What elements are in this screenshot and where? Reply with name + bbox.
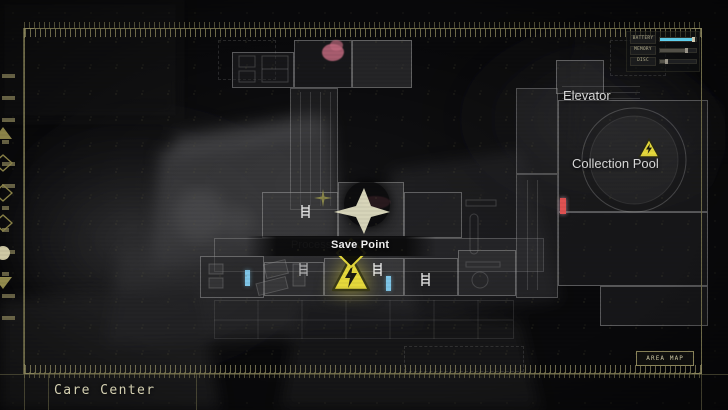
orb-item-icon[interactable]: [0, 238, 14, 268]
hud-bar-memory: [659, 48, 697, 53]
diamond-item-icon[interactable]: [0, 148, 14, 178]
frame-grid-dots: [25, 29, 701, 373]
hud-row-disc: DISC: [630, 56, 697, 67]
hud-bar-disc: [659, 59, 697, 64]
bottom-status-bar: Care Center: [0, 374, 728, 410]
rail-tick: [2, 96, 15, 100]
diamond-item-icon[interactable]: [0, 178, 14, 208]
hud-knob-memory: [685, 48, 689, 53]
map-frame: [24, 28, 702, 374]
bottom-bar-separator: [48, 374, 49, 410]
frame-corner: [692, 28, 702, 38]
hud-row-battery: BATTERY: [630, 34, 697, 45]
frame-corner: [24, 28, 34, 38]
hud-knob-battery: [691, 37, 695, 42]
rail-tick: [2, 140, 9, 144]
rail-tick: [2, 162, 15, 166]
outer-ruler-top: [24, 22, 702, 28]
hud-label-disc: DISC: [630, 56, 656, 67]
diamond-item-icon[interactable]: [0, 208, 14, 238]
rail-tick: [2, 316, 15, 320]
frame-ruler-top: [25, 29, 701, 37]
rail-tick: [2, 118, 15, 122]
hud-bar-battery: [659, 37, 697, 42]
area-map-button[interactable]: AREA MAP: [636, 351, 694, 366]
hud-label-memory: MEMORY: [630, 45, 656, 56]
rail-tick: [2, 206, 9, 210]
left-edge-item-icons[interactable]: [0, 118, 14, 298]
status-hud-panel: BATTERY MEMORY DISC: [626, 31, 700, 72]
hud-fill-battery: [660, 38, 694, 41]
current-area-name: Care Center: [54, 383, 156, 398]
rail-tick: [2, 294, 15, 298]
hud-fill-disc: [660, 60, 667, 63]
hud-label-battery: BATTERY: [630, 34, 656, 45]
triangle-item-icon[interactable]: [0, 118, 14, 148]
hud-fill-memory: [660, 49, 687, 52]
bottom-bar-divider: [0, 374, 728, 375]
bottom-bar-separator: [196, 374, 197, 410]
triangle-item-icon[interactable]: [0, 268, 14, 298]
bottom-bar-separator: [701, 374, 702, 410]
rail-tick: [2, 184, 15, 188]
rail-tick: [2, 74, 15, 78]
rail-divider: [23, 28, 24, 374]
frame-ruler-bottom: [25, 365, 701, 373]
outer-ruler-bottom: [24, 372, 702, 378]
rail-tick: [2, 272, 9, 276]
hud-knob-disc: [665, 59, 669, 64]
hud-row-memory: MEMORY: [630, 45, 697, 56]
bottom-bar-separator: [24, 374, 25, 410]
rail-tick: [2, 228, 9, 232]
